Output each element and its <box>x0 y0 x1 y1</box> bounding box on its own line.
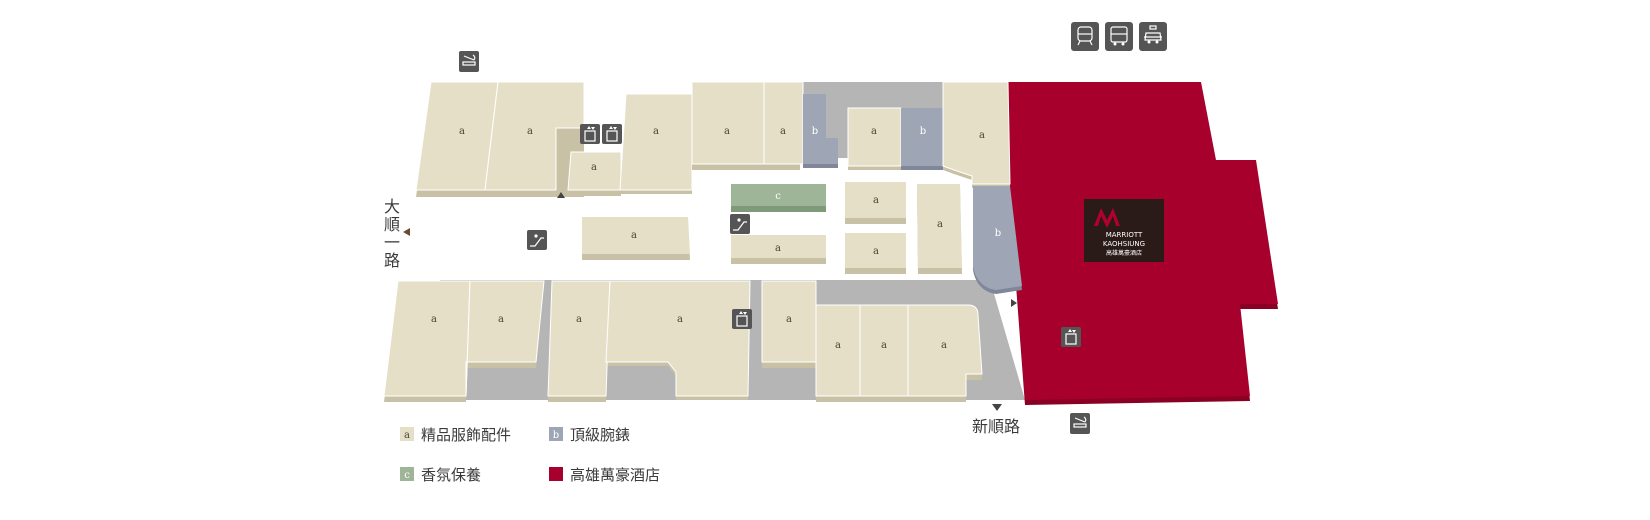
shop-label: a <box>786 314 792 325</box>
shop-group-bottom: a a a a a a a a <box>383 280 983 402</box>
road-left-char: 大 <box>384 197 400 216</box>
legend-label: 精品服飾配件 <box>421 426 511 444</box>
direction-markers <box>403 192 1017 411</box>
legend-item-hotel: 高雄萬豪酒店 <box>549 466 660 484</box>
legend-code: c <box>404 470 410 481</box>
shop-label: a <box>780 126 786 137</box>
escalator-icon[interactable] <box>730 214 750 234</box>
shop-label: a <box>881 340 887 351</box>
shop-unit[interactable] <box>484 81 585 191</box>
arrow-left-icon <box>403 228 410 236</box>
no-smoking-icon <box>459 51 479 72</box>
shop-label: a <box>653 126 659 137</box>
shop-label: a <box>459 126 465 137</box>
shop-unit[interactable] <box>619 93 693 191</box>
fragrance-group: c <box>731 184 826 212</box>
elevator-icon[interactable] <box>602 124 622 144</box>
shop-label: a <box>871 126 877 137</box>
shop-label: a <box>835 340 841 351</box>
road-bottom: 新順路 <box>972 417 1020 436</box>
shop-unit[interactable] <box>847 107 902 167</box>
shop-unit[interactable] <box>415 81 499 191</box>
road-left-char: 路 <box>384 251 400 270</box>
hotel-logo-line3: 高雄萬豪酒店 <box>1106 249 1142 257</box>
shop-label: a <box>775 243 781 254</box>
elevator-icon[interactable] <box>732 309 752 329</box>
watch-unit[interactable] <box>803 94 838 164</box>
shop-group-middle: a a a a a <box>582 182 962 274</box>
shop-unit[interactable] <box>845 233 906 268</box>
watch-group-top: b a b a b <box>803 81 1022 294</box>
road-left: 大 順 一 路 <box>384 197 400 270</box>
legend-label: 高雄萬豪酒店 <box>570 466 660 484</box>
road-left-char: 一 <box>384 233 400 252</box>
arrow-up-icon <box>557 192 565 198</box>
legend-item-boutique: a 精品服飾配件 <box>400 426 511 444</box>
legend-item-fragrance: c 香氛保養 <box>400 466 481 484</box>
shop-unit[interactable] <box>465 280 545 397</box>
watch-unit[interactable] <box>973 186 1022 290</box>
arrow-right-icon <box>1011 299 1017 307</box>
taxi-icon[interactable] <box>1139 22 1167 51</box>
shop-unit[interactable] <box>907 304 983 397</box>
shop-label: a <box>941 340 947 351</box>
shop-label: a <box>631 230 637 241</box>
shop-unit[interactable] <box>917 184 962 268</box>
shop-group-top-left: a a a a a a <box>415 81 804 197</box>
shop-unit[interactable] <box>763 81 804 165</box>
fragrance-unit[interactable] <box>731 184 826 206</box>
escalator-icon[interactable] <box>527 230 547 250</box>
road-left-char: 順 <box>384 215 400 234</box>
no-smoking-icon <box>1070 413 1090 434</box>
watch-label: b <box>920 126 926 137</box>
legend-code: a <box>404 430 410 441</box>
shop-unit[interactable] <box>942 81 1011 185</box>
shop-label: a <box>591 162 597 173</box>
shop-label: a <box>724 126 730 137</box>
shop-label: a <box>873 195 879 206</box>
legend-item-watch: b 頂級腕錶 <box>549 426 630 444</box>
shop-label: a <box>873 246 879 257</box>
shop-unit[interactable] <box>547 280 611 397</box>
shop-label: a <box>937 219 943 230</box>
fragrance-label: c <box>775 191 781 202</box>
mrt-icon[interactable] <box>1071 22 1099 51</box>
legend-code: b <box>553 430 559 441</box>
bus-icon[interactable] <box>1105 22 1133 51</box>
shop-label: a <box>979 130 985 141</box>
hotel-logo: MARRIOTT KAOHSIUNG 高雄萬豪酒店 <box>1084 199 1164 262</box>
shop-label: a <box>498 314 504 325</box>
watch-label: b <box>995 228 1001 239</box>
hotel-logo-line1: MARRIOTT <box>1106 231 1143 239</box>
shop-unit[interactable] <box>582 217 690 254</box>
legend-label: 頂級腕錶 <box>570 426 630 444</box>
shop-label: a <box>677 314 683 325</box>
shop-unit[interactable] <box>731 235 826 258</box>
shop-label: a <box>431 314 437 325</box>
arrow-down-icon <box>992 404 1002 411</box>
watch-label: b <box>812 126 818 137</box>
shop-unit[interactable] <box>605 280 751 397</box>
hotel-logo-line2: KAOHSIUNG <box>1103 240 1145 248</box>
watch-unit[interactable] <box>901 108 943 166</box>
shop-label: a <box>576 314 582 325</box>
legend: a 精品服飾配件 b 頂級腕錶 c 香氛保養 高雄萬豪酒店 <box>400 426 660 484</box>
legend-label: 香氛保養 <box>421 466 481 484</box>
elevator-icon[interactable] <box>580 124 600 144</box>
shop-label: a <box>527 126 533 137</box>
shop-unit[interactable] <box>691 81 765 165</box>
elevator-icon[interactable] <box>1061 327 1081 347</box>
shop-unit[interactable] <box>845 182 906 218</box>
shop-unit[interactable] <box>383 280 471 397</box>
